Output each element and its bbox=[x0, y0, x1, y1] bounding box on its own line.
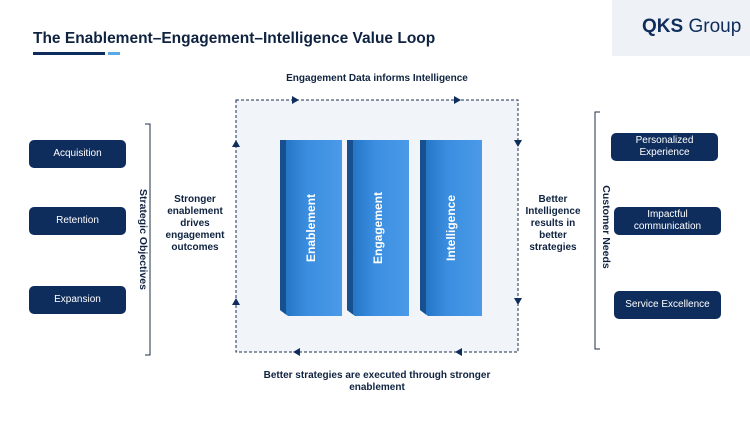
logo-rest-text: Group bbox=[683, 16, 742, 37]
pillar-label: Engagement bbox=[371, 191, 385, 265]
pillar-enablement: Enablement bbox=[280, 140, 342, 316]
left-loop-label: Stronger enablement drives engagement ou… bbox=[165, 194, 225, 253]
pillar-intelligence: Intelligence bbox=[420, 140, 482, 316]
need-personalized-experience: Personalized Experience bbox=[611, 133, 718, 161]
bottom-arrow-right bbox=[455, 348, 462, 356]
logo-area bbox=[612, 0, 750, 56]
objective-retention: Retention bbox=[29, 207, 126, 235]
pillar-engagement: Engagement bbox=[347, 140, 409, 316]
page-title: The Enablement–Engagement–Intelligence V… bbox=[33, 30, 436, 47]
customer-needs-label: Customer Needs bbox=[600, 185, 612, 269]
title-underline bbox=[33, 52, 105, 55]
top-arrow-right bbox=[454, 96, 461, 104]
logo-bold-text: QKS bbox=[642, 16, 684, 37]
pillar-shade bbox=[280, 140, 286, 316]
right-arrow-bottom bbox=[514, 298, 522, 305]
right-loop-label: Better Intelligence results in better st… bbox=[525, 194, 581, 253]
left-arrow-bottom bbox=[232, 298, 240, 305]
company-logo: QKS Group bbox=[642, 16, 741, 38]
left-bracket bbox=[145, 123, 151, 356]
pillar-shade bbox=[420, 140, 426, 316]
bottom-loop-label: Better strategies are executed through s… bbox=[263, 370, 491, 393]
right-bracket bbox=[594, 111, 600, 350]
top-loop-label: Engagement Data informs Intelligence bbox=[286, 73, 468, 84]
pillar-label: Enablement bbox=[304, 193, 318, 263]
title-underline-accent bbox=[108, 52, 120, 55]
left-arrow-top bbox=[232, 140, 240, 147]
objective-expansion: Expansion bbox=[29, 286, 126, 314]
need-impactful-communication: Impactful communication bbox=[614, 207, 721, 235]
right-arrow-top bbox=[514, 140, 522, 147]
pillar-shade bbox=[347, 140, 353, 316]
objective-acquisition: Acquisition bbox=[29, 140, 126, 168]
strategic-objectives-label: Strategic Objectives bbox=[137, 189, 149, 290]
bottom-arrow-left bbox=[293, 348, 300, 356]
need-service-excellence: Service Excellence bbox=[614, 291, 721, 319]
pillar-label: Intelligence bbox=[444, 194, 458, 262]
top-arrow-left bbox=[292, 96, 299, 104]
